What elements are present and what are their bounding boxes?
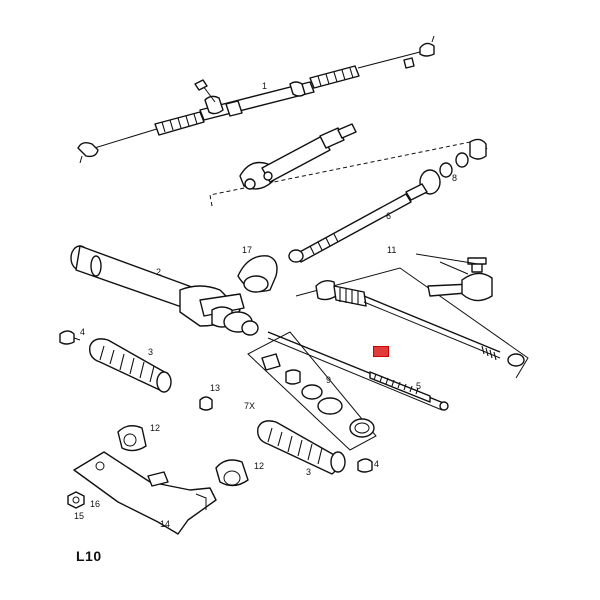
callout-4-right: 4: [374, 459, 380, 469]
rack-boot-right: [257, 420, 346, 475]
mounting-bushing: [199, 396, 213, 411]
mounting-rubber-lower: [215, 459, 249, 487]
nut-and-washer: [67, 491, 85, 509]
callout-8: 8: [452, 173, 458, 183]
mounting-rubber-upper: [117, 425, 147, 452]
callout-17: 17: [242, 245, 253, 255]
steering-gear-assembly: [77, 35, 435, 164]
callout-4-left: 4: [80, 327, 86, 337]
boot-clamp-left: [59, 330, 81, 345]
outer-tie-rod-end: [415, 253, 493, 302]
housing-cover: [237, 255, 278, 293]
rack-housing: [70, 245, 259, 336]
callout-12-lower: 12: [254, 461, 265, 471]
callout-1: 1: [262, 81, 268, 91]
callout-10-highlight: [373, 346, 389, 357]
steering-rack: [267, 331, 449, 411]
boot-clamp-right: [357, 458, 373, 473]
callout-2: 2: [156, 267, 162, 277]
diagram-title: L10: [76, 548, 102, 564]
callout-15: 15: [74, 511, 85, 521]
callout-6: 6: [386, 211, 392, 221]
pinion-shaft: [288, 183, 428, 263]
callout-16: 16: [90, 499, 101, 509]
callout-7x: 7X: [244, 401, 256, 411]
coupling-assembly: [209, 123, 489, 207]
callout-13: 13: [210, 383, 221, 393]
callout-5: 5: [416, 381, 422, 391]
bearing-seal-set: [419, 138, 487, 195]
callout-11: 11: [387, 245, 397, 255]
callout-9: 9: [326, 375, 332, 385]
callout-12-upper: 12: [150, 423, 161, 433]
callout-3-right: 3: [306, 467, 312, 477]
mounting-bracket: [73, 451, 217, 535]
callout-14: 14: [160, 519, 171, 529]
rack-boot-left: [89, 338, 172, 393]
callout-3-left: 3: [148, 347, 154, 357]
inner-tie-rod-group: [295, 267, 529, 379]
rack-yoke-kit: [247, 331, 377, 451]
